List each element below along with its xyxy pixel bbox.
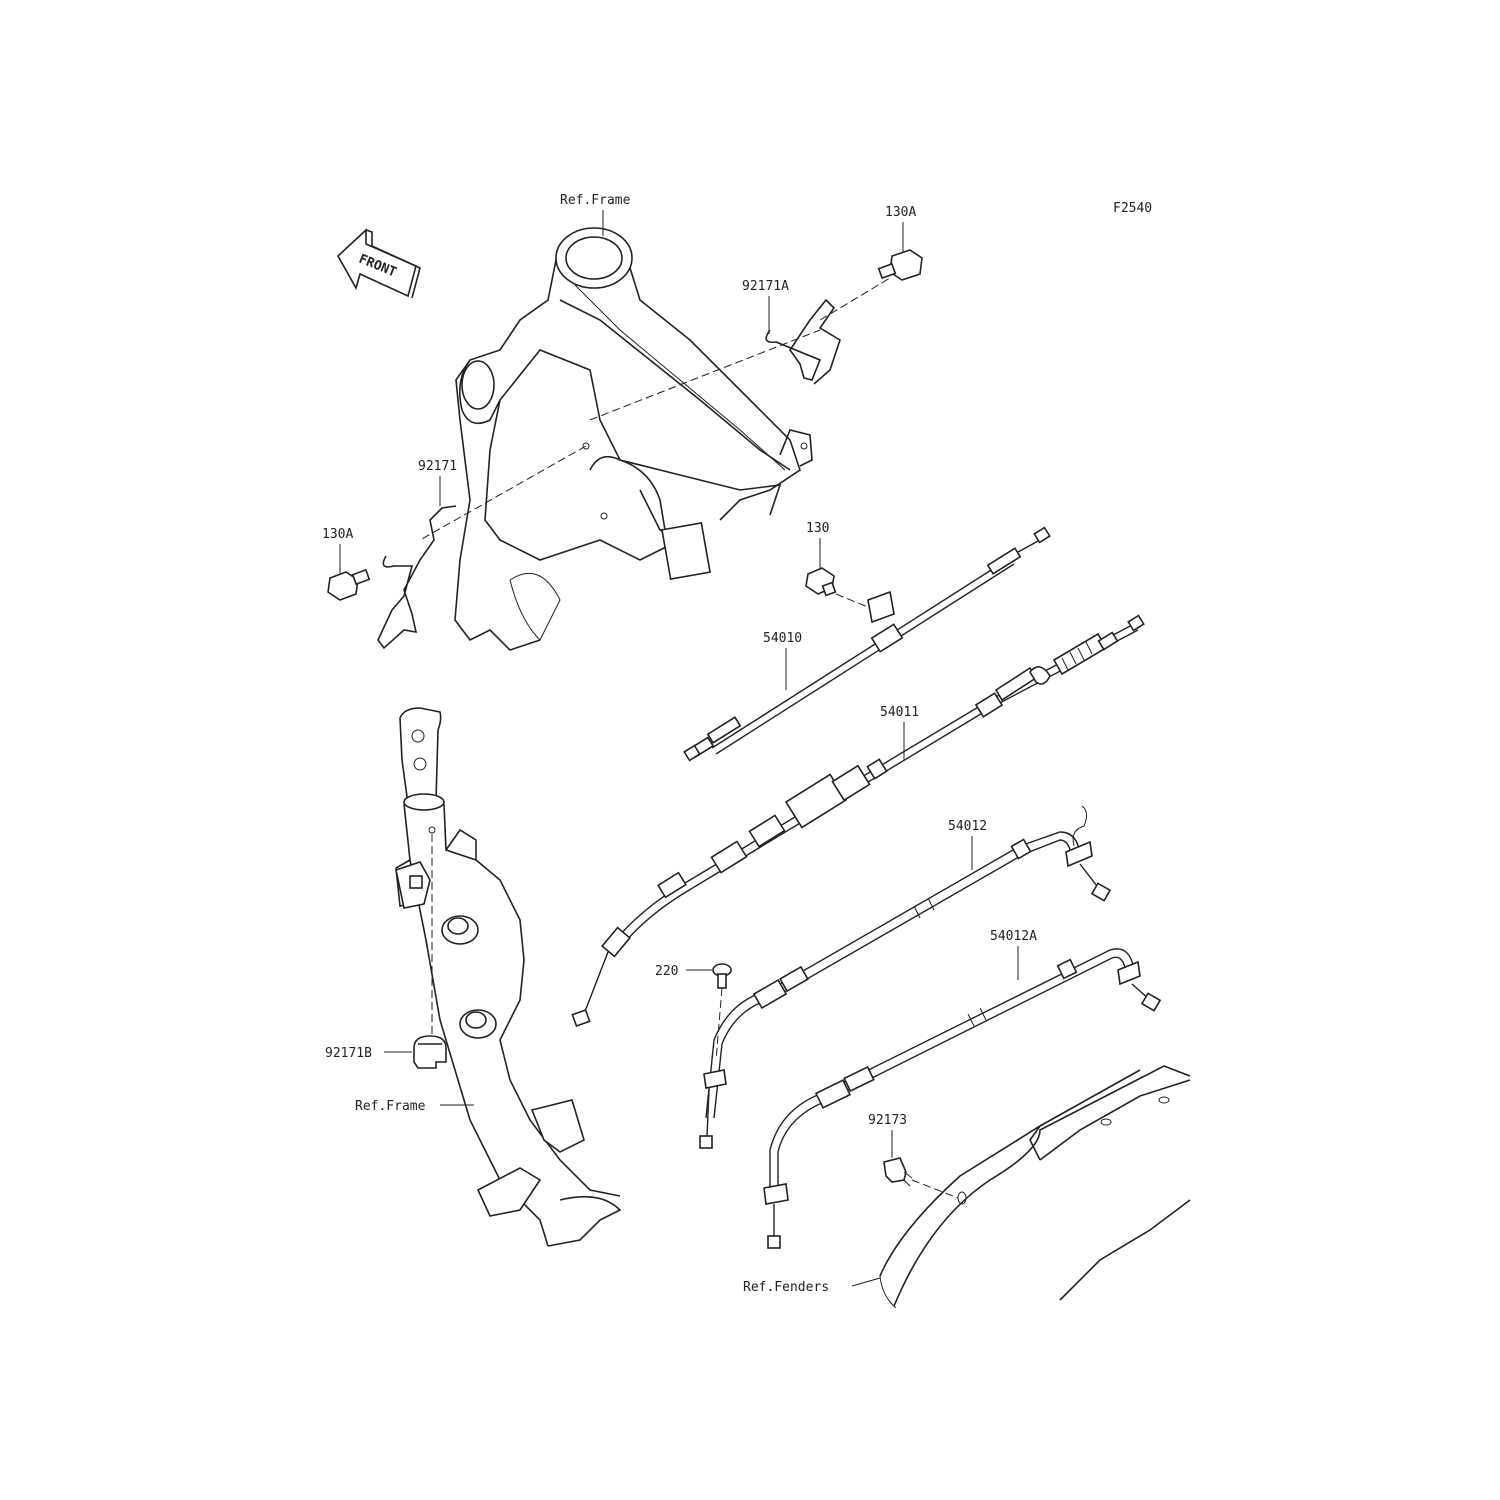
bolt-130-label: 130 <box>806 521 829 536</box>
cable-54012a-label: 54012A <box>990 929 1037 944</box>
screw-220-label: 220 <box>655 964 678 979</box>
bolt-130-icon <box>805 567 837 597</box>
clamp-92171-label: 92171 <box>418 459 457 474</box>
screw-220-icon <box>712 963 732 989</box>
cable-54011-label: 54011 <box>880 705 919 720</box>
cable-54012-label: 54012 <box>948 819 987 834</box>
left-frame-drawing <box>395 707 622 1247</box>
bolt-130a-left-label: 130A <box>322 527 353 542</box>
cable-54010-label: 54010 <box>763 631 802 646</box>
clamp-92171b-icon <box>413 1035 447 1069</box>
bolt-130a-right-label: 130A <box>885 205 916 220</box>
clamp-92171a-label: 92171A <box>742 279 789 294</box>
ref-fenders-label: Ref.Fenders <box>743 1280 829 1295</box>
cable-54010 <box>683 526 1051 762</box>
diagram-code: F2540 <box>1113 201 1152 216</box>
ref-frame-left-label: Ref.Frame <box>355 1099 426 1114</box>
clamp-92171b-label: 92171B <box>325 1046 372 1061</box>
clamp-92171a-icon <box>765 298 841 385</box>
clamp-92171-icon <box>377 505 457 650</box>
fender-drawing <box>879 1065 1191 1309</box>
cable-54012 <box>699 805 1112 1149</box>
cable-54012a <box>763 948 1162 1249</box>
bolt-130a-right-icon <box>877 249 923 281</box>
ref-frame-top-label: Ref.Frame <box>560 193 631 208</box>
clip-92173-icon <box>883 1157 913 1187</box>
bolt-130a-left-icon <box>327 568 371 601</box>
upper-frame-drawing <box>454 227 813 651</box>
front-arrow-icon: FRONT <box>336 228 421 299</box>
clip-92173-label: 92173 <box>868 1113 907 1128</box>
cable-54011 <box>571 614 1145 1028</box>
